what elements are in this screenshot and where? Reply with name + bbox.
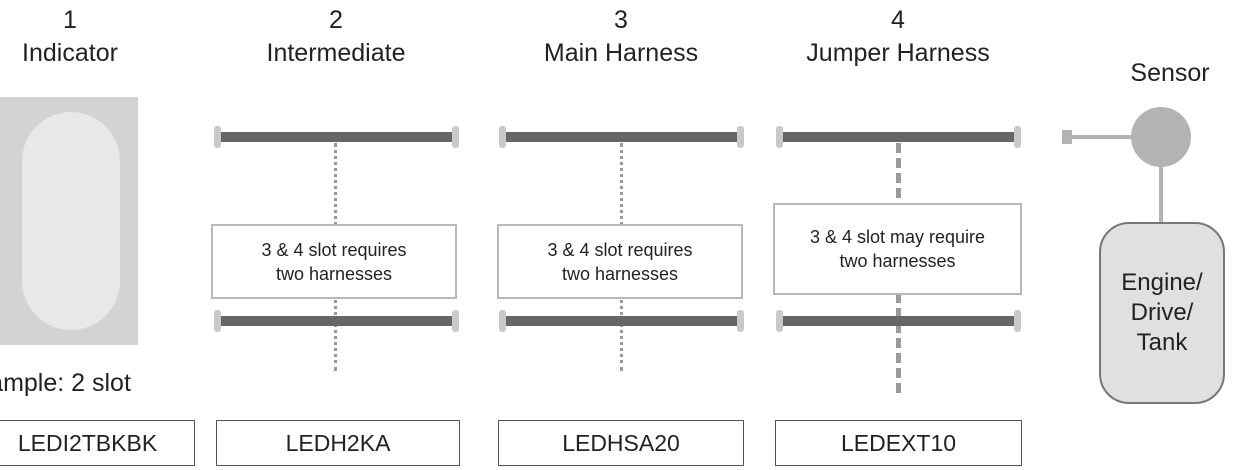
note-line: two harnesses — [275, 263, 393, 284]
harness-note: 3 & 4 slot may require two harnesses — [773, 203, 1022, 295]
harness-note: 3 & 4 slot requires two harnesses — [211, 224, 457, 299]
harness-bar-top — [221, 132, 452, 142]
drive-label: Drive/ — [1130, 299, 1194, 326]
example-label: Example: 2 slot — [0, 369, 131, 397]
connector-cap-right — [1014, 310, 1021, 332]
connector-cap-left — [499, 126, 506, 148]
connector-cap-left — [499, 310, 506, 332]
connector-cap-right — [1014, 126, 1021, 148]
harness-bar-bottom — [783, 316, 1014, 326]
sensor-stem — [1159, 166, 1163, 224]
sensor-icon — [1131, 107, 1191, 167]
indicator-panel — [0, 97, 138, 345]
harness-bar-bottom — [221, 316, 452, 326]
connector-cap-left — [776, 126, 783, 148]
harness-bar-bottom — [506, 316, 737, 326]
step-1-title: Indicator — [22, 39, 118, 67]
connector-cap-left — [776, 310, 783, 332]
step-3-title: Main Harness — [543, 39, 699, 67]
part-number-indicator: LEDI2TBKBK — [0, 420, 195, 466]
harness-note: 3 & 4 slot requires two harnesses — [497, 224, 743, 299]
connector-cap-left — [214, 310, 221, 332]
sensor-label: Sensor — [1130, 59, 1210, 87]
note-line: two harnesses — [839, 251, 956, 271]
indicator-lens — [22, 112, 120, 330]
step-3-number: 3 — [614, 6, 628, 34]
note-line: 3 & 4 slot requires — [547, 239, 693, 260]
part-number-main-harness: LEDHSA20 — [498, 420, 744, 466]
step-4-title: Jumper Harness — [806, 39, 990, 67]
engine-drive-tank-box: Engine/ Drive/ Tank — [1099, 222, 1225, 404]
step-2-title: Intermediate — [266, 39, 406, 67]
connector-cap-right — [452, 126, 459, 148]
part-number-jumper-harness: LEDEXT10 — [775, 420, 1022, 466]
harness-bar-top — [506, 132, 737, 142]
step-1-number: 1 — [63, 6, 77, 34]
connector-cap-right — [737, 126, 744, 148]
sensor-plug — [1062, 130, 1072, 144]
step-2-number: 2 — [329, 6, 343, 34]
note-line: 3 & 4 slot may require — [809, 227, 986, 247]
sensor-wire — [1072, 135, 1136, 139]
part-number-intermediate: LEDH2KA — [216, 420, 460, 466]
step-4-number: 4 — [891, 6, 905, 34]
note-line: two harnesses — [561, 263, 679, 284]
harness-bar-top — [783, 132, 1014, 142]
tank-label: Tank — [1136, 329, 1188, 356]
connector-cap-right — [452, 310, 459, 332]
connector-cap-right — [737, 310, 744, 332]
note-line: 3 & 4 slot requires — [261, 239, 407, 260]
engine-label: Engine/ — [1121, 269, 1203, 296]
connector-cap-left — [214, 126, 221, 148]
